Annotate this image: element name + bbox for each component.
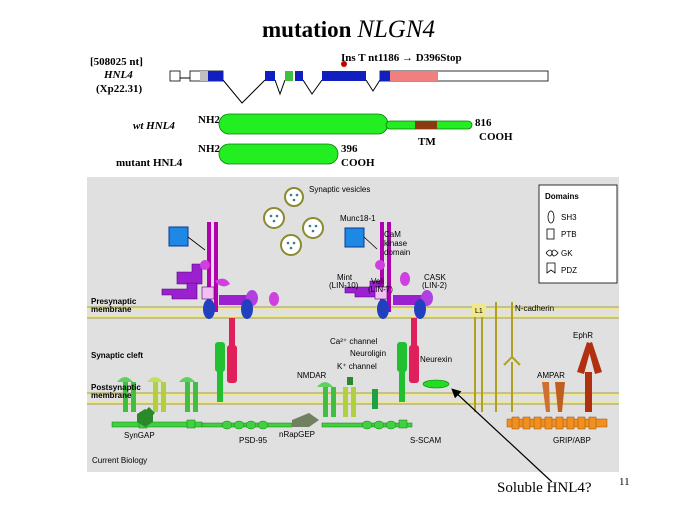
soluble-hnl4-label: Soluble HNL4?	[497, 480, 592, 496]
intron-lines	[180, 77, 381, 104]
gene-structure	[169, 61, 549, 104]
munc18-left	[168, 226, 189, 247]
protein-diagrams	[218, 113, 473, 165]
label-domain: domain	[384, 248, 410, 257]
ptb-icon	[546, 228, 555, 240]
label-psd95: PSD-95	[239, 436, 268, 445]
sh3-icon	[547, 210, 555, 224]
tm-domain	[415, 121, 437, 129]
gk-icon	[545, 249, 559, 257]
label-lin10: (LIN-10)	[329, 281, 359, 290]
pdz-icon	[546, 262, 556, 274]
label-nmdar: NMDAR	[297, 371, 327, 380]
label-ephr: EphR	[573, 331, 593, 340]
label-grip: GRIP/ABP	[553, 436, 591, 445]
legend-ptb: PTB	[561, 230, 577, 239]
label-cask: CASK	[424, 273, 446, 282]
wt-cooh: COOH	[479, 131, 513, 143]
legend-gk: GK	[561, 249, 573, 258]
label-current-biology: Current Biology	[92, 456, 147, 465]
mutant-nh2: NH2	[198, 143, 220, 155]
right-postsynaptic-receptors	[317, 377, 378, 417]
exon-1	[169, 70, 181, 82]
gene-locus-label: (Xp22.31)	[96, 83, 143, 95]
label-munc18: Munc18-1	[340, 214, 376, 223]
wt-end: 816	[475, 117, 492, 129]
right-neurexin-neuroligin	[397, 318, 419, 402]
mutant-protein-body	[218, 143, 339, 165]
gene-name-label: HNL4	[104, 69, 133, 81]
mutant-end: 396	[341, 143, 358, 155]
presynaptic-membrane	[87, 306, 619, 319]
exon-7-pink	[390, 71, 438, 81]
synapse-diagram: Synaptic vesicles	[87, 177, 619, 472]
nrapgep-shape	[292, 413, 319, 427]
right-presynaptic-complex	[344, 222, 433, 319]
label-membrane2: membrane	[91, 391, 132, 400]
ampar-ephr	[542, 342, 602, 412]
label-mint: Mint	[337, 273, 353, 282]
legend-pdz: PDZ	[561, 266, 577, 275]
syngap-shape	[137, 409, 153, 427]
mutation-dot	[341, 61, 347, 67]
l1-ncadherin	[474, 302, 521, 412]
label-ca-channel: Ca²⁺ channel	[330, 337, 378, 346]
page-number: 11	[619, 476, 630, 488]
legend-title: Domains	[545, 192, 579, 201]
label-neurexin: Neurexin	[420, 355, 452, 364]
exon-7-blue	[380, 71, 390, 81]
wt-protein-label: wt HNL4	[133, 120, 175, 132]
synaptic-vesicles-label: Synaptic vesicles	[309, 185, 370, 194]
legend-sh3: SH3	[561, 213, 577, 222]
slide-title: mutation NLGN4	[262, 16, 435, 44]
label-k-channel: K⁺ channel	[337, 362, 377, 371]
domain-legend: Domains SH3 PTB GK PDZ	[538, 184, 618, 284]
grip-chain	[506, 416, 608, 430]
label-lin2: (LIN-2)	[422, 281, 447, 290]
title-prefix: mutation	[262, 17, 358, 42]
exon-6	[322, 71, 366, 81]
label-synaptic-cleft: Synaptic cleft	[91, 351, 143, 360]
label-l1: L1	[475, 308, 483, 315]
left-presynaptic-complex	[161, 222, 279, 319]
exon-2-blue	[208, 71, 223, 81]
label-syngap: SynGAP	[124, 431, 155, 440]
label-kinase: kinase	[384, 239, 408, 248]
mutant-cooh: COOH	[341, 157, 375, 169]
l1-label-bg	[472, 304, 486, 316]
tm-label: TM	[418, 136, 436, 148]
label-sscam: S-SCAM	[410, 436, 441, 445]
soluble-hnl4-shape	[422, 379, 450, 389]
label-veli: Veli	[371, 277, 384, 286]
exon-5	[295, 71, 303, 81]
label-ampar: AMPAR	[537, 371, 565, 380]
label-nrapgep: nRapGEP	[279, 430, 315, 439]
label-presynaptic: Presynaptic	[91, 297, 137, 306]
synaptic-vesicles	[263, 187, 324, 256]
sscam-chain	[321, 419, 413, 430]
mutation-label: Ins T nt1186 → D396Stop	[341, 52, 462, 64]
wt-nh2: NH2	[198, 114, 220, 126]
exon-4	[285, 71, 293, 81]
label-neuroligin: Neuroligin	[350, 349, 386, 358]
exon-3	[265, 71, 275, 81]
label-n-cadherin: N-cadherin	[515, 304, 554, 313]
gene-size-label: [508025 nt]	[90, 56, 143, 68]
title-gene: NLGN4	[357, 16, 436, 43]
label-cam: CaM	[384, 230, 401, 239]
label-membrane1: membrane	[91, 305, 132, 314]
exon-2-grey	[200, 71, 208, 81]
label-lin7: (LIN-7)	[368, 285, 393, 294]
label-postsynaptic: Postsynaptic	[91, 383, 141, 392]
wt-label-text: wt HNL4	[133, 120, 175, 132]
left-neurexin-neuroligin	[215, 318, 237, 402]
vesicle-dots	[269, 193, 318, 250]
mutant-protein-label: mutant HNL4	[116, 157, 183, 169]
